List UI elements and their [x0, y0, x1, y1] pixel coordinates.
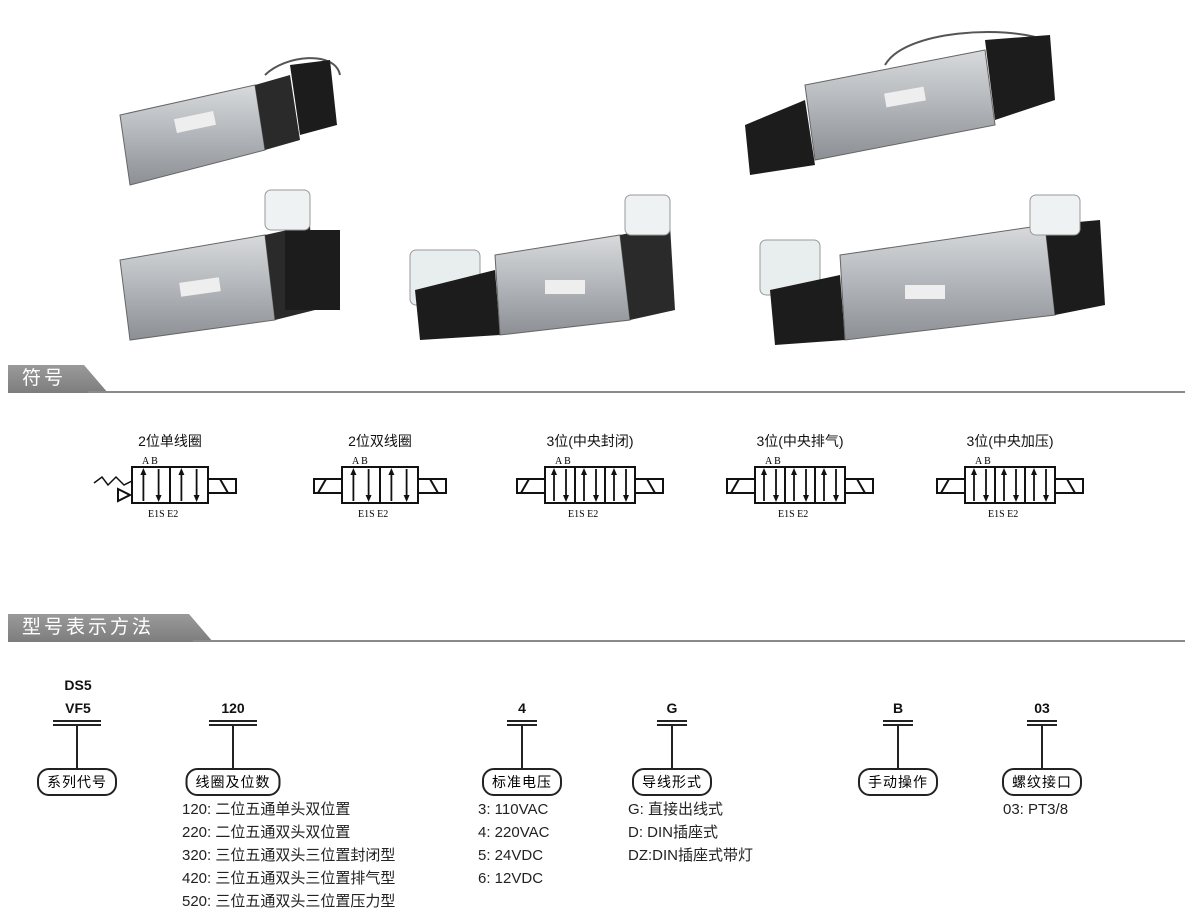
symbol-title: 2位双线圈 — [348, 433, 412, 449]
valve-photo-three-position — [759, 194, 1105, 345]
coil-option: 520: 三位五通双头三位置压力型 — [182, 893, 396, 910]
port-labels-bottom: E1S E2 — [568, 509, 598, 520]
symbol-title: 3位(中央加压) — [966, 433, 1054, 449]
manual-label: 手动操作 — [858, 768, 938, 796]
port-option: 03: PT3/8 — [1003, 801, 1069, 818]
port-labels-bottom: E1S E2 — [988, 509, 1018, 520]
connector-line — [76, 725, 78, 770]
voltage-label: 标准电压 — [482, 768, 562, 796]
manual-code: B — [892, 700, 904, 716]
port-label: 螺纹接口 — [1002, 768, 1082, 796]
voltage-option: 4: 220VAC — [478, 824, 550, 841]
wiring-option: DZ:DIN插座式带灯 — [628, 847, 753, 864]
series-label: 系列代号 — [37, 768, 117, 796]
port-labels-bottom: E1S E2 — [148, 509, 178, 520]
connector-line — [232, 725, 234, 770]
voltage-option: 6: 12VDC — [478, 870, 544, 887]
coil-option: 220: 二位五通双头双位置 — [182, 824, 351, 841]
port-labels-top: A B — [142, 456, 158, 467]
symbol-title: 2位单线圈 — [138, 433, 202, 449]
voltage-option: 5: 24VDC — [478, 847, 544, 864]
coil-label: 线圈及位数 — [185, 768, 281, 796]
valve-photo-single-wire — [119, 57, 341, 186]
valve-symbol: A B E1S E2 — [516, 456, 664, 520]
section-title-symbols: 符号 — [8, 365, 108, 393]
coil-code: 120 — [221, 700, 245, 716]
voltage-options: 3: 110VAC 4: 220VAC 5: 24VDC 6: 12VDC — [478, 798, 549, 890]
symbol-title: 3位(中央封闭) — [546, 433, 634, 449]
section-header-symbols: 符号 — [8, 365, 1185, 393]
connector-line — [521, 725, 523, 770]
voltage-option: 3: 110VAC — [478, 801, 549, 818]
port-labels-top: A B — [975, 456, 991, 467]
section-title-model: 型号表示方法 — [8, 614, 213, 642]
port-labels-bottom: E1S E2 — [358, 509, 388, 520]
coil-option: 420: 三位五通双头三位置排气型 — [182, 870, 396, 887]
section-header-model: 型号表示方法 — [8, 614, 1185, 642]
port-labels-top: A B — [555, 456, 571, 467]
valve-symbol: A B E1S E2 — [93, 456, 237, 520]
port-labels-top: A B — [765, 456, 781, 467]
divider — [193, 640, 1185, 642]
valve-symbol: A B E1S E2 — [726, 456, 874, 520]
divider — [88, 391, 1185, 393]
wiring-option: G: 直接出线式 — [628, 801, 724, 818]
port-labels-top: A B — [352, 456, 368, 467]
connector-line — [671, 725, 673, 770]
voltage-code: 4 — [518, 700, 526, 716]
valve-photo-double-wire — [745, 31, 1055, 175]
valve-photo-single-din — [119, 189, 340, 341]
wiring-options: G: 直接出线式 D: DIN插座式 DZ:DIN插座式带灯 — [628, 798, 753, 867]
coil-option: 320: 三位五通双头三位置封闭型 — [182, 847, 396, 864]
connector-line — [897, 725, 899, 770]
symbol-title: 3位(中央排气) — [756, 433, 844, 449]
wiring-option: D: DIN插座式 — [628, 824, 719, 841]
valve-symbol: A B E1S E2 — [313, 456, 447, 520]
connector-line — [1041, 725, 1043, 770]
series-code-vf5: VF5 — [65, 700, 91, 716]
port-code: 03 — [1034, 700, 1050, 716]
coil-option: 120: 二位五通单头双位置 — [182, 801, 351, 818]
wiring-label: 导线形式 — [632, 768, 712, 796]
coil-options: 120: 二位五通单头双位置 220: 二位五通双头双位置 320: 三位五通双… — [182, 798, 395, 913]
port-labels-bottom: E1S E2 — [778, 509, 808, 520]
valve-photo-double-din — [409, 194, 675, 340]
series-code-ds5: DS5 — [64, 677, 92, 693]
port-options: 03: PT3/8 — [1003, 798, 1068, 821]
valve-symbol: A B E1S E2 — [936, 456, 1084, 520]
wiring-code: G — [666, 700, 678, 716]
